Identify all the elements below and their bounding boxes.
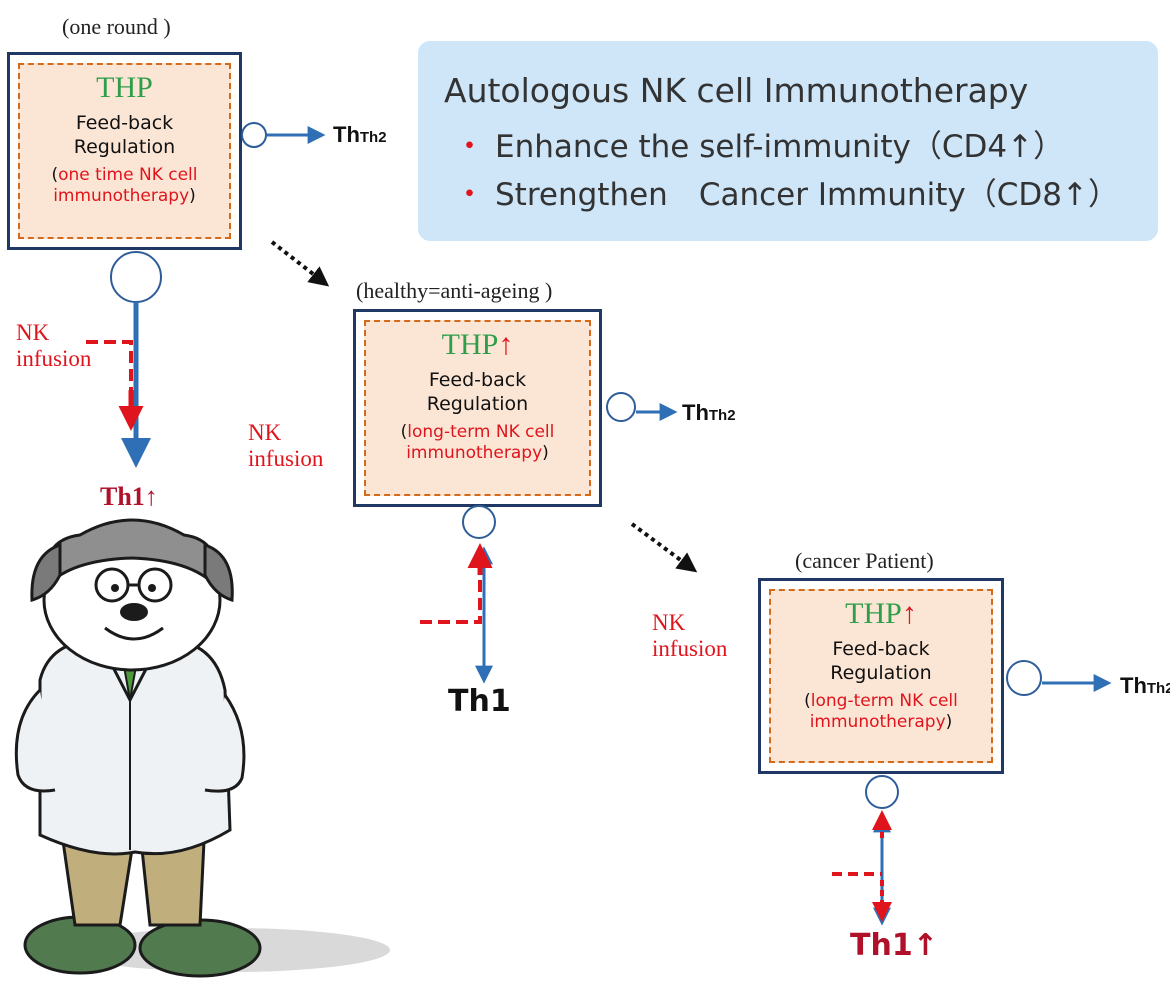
panel3-th2-text: Th2 <box>1146 680 1170 697</box>
panel1-therapy-text: (one time NK cell immunotherapy) <box>51 165 198 206</box>
info-bullet-1: ・Enhance the self-immunity（CD4↑） <box>454 129 1065 165</box>
doctor-dog-mascot-icon <box>14 518 390 978</box>
bullet-dot-icon: ・ <box>454 129 485 165</box>
info-box: Autologous NK cell Immunotherapy ・Enhanc… <box>418 41 1158 241</box>
panel3-caption: (cancer Patient) <box>795 548 934 573</box>
panel1-nk-dashed-line <box>86 340 133 410</box>
panel2-connectors <box>420 392 678 684</box>
panel1-th1-label: Th1↑ <box>100 482 158 511</box>
panel1-connectors <box>86 122 326 468</box>
panel2-th1-node-icon <box>462 505 496 539</box>
panel3-connectors <box>832 660 1112 926</box>
panel3-th1-node-icon <box>865 775 899 809</box>
panel1-th2-text: Th2 <box>359 129 387 146</box>
panel2-therapy-text: (long-term NK cell immunotherapy) <box>400 422 555 463</box>
panel3-th2-label: ThTh2 <box>1120 673 1170 699</box>
panel1-th2-node-icon <box>241 122 267 148</box>
panel2-th2-label: ThTh2 <box>682 400 736 425</box>
panel3-th2-node-icon <box>1006 660 1042 696</box>
panel2-nk-dashed-line <box>420 552 482 624</box>
bullet-dot-icon: ・ <box>454 177 485 213</box>
panel1-th2-label: ThTh2 <box>333 122 387 147</box>
panel1-thp-label: THP <box>96 71 153 104</box>
panel1-caption: (one round ) <box>62 14 171 39</box>
info-title: Autologous NK cell Immunotherapy <box>444 71 1029 110</box>
info-bullet-2: ・Strengthen Cancer Immunity（CD8↑） <box>454 177 1119 213</box>
panel3-therapy-text: (long-term NK cell immunotherapy) <box>804 691 958 732</box>
transition-arrow-2 <box>630 522 698 573</box>
panel2-th1-label: Th1 <box>448 684 511 719</box>
panel2-caption: (healthy=anti-ageing ) <box>356 278 553 303</box>
panel3-thp-label: THP↑ <box>845 597 917 630</box>
transition-arrow-1 <box>270 240 330 287</box>
panel2-thp-label: THP↑ <box>441 328 514 361</box>
panel2-th2-node-icon <box>606 392 636 422</box>
panel3-th1-label: Th1↑ <box>850 928 938 963</box>
panel1-th1-node-icon <box>110 251 162 303</box>
panel2-th2-text: Th2 <box>708 407 736 424</box>
